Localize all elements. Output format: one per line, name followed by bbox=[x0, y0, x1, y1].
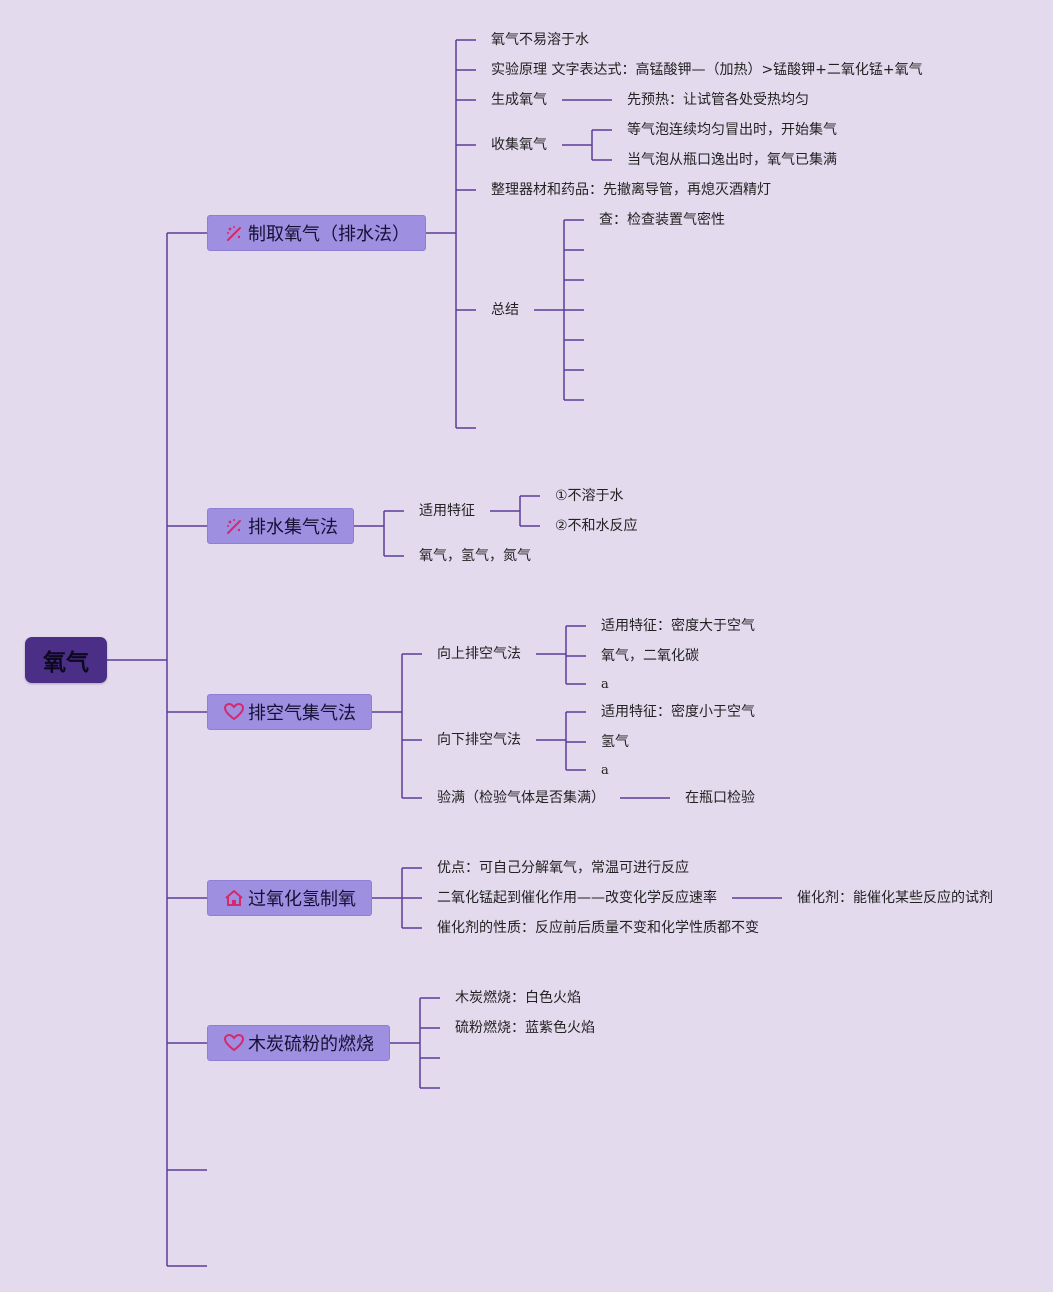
leaf-node[interactable]: 收集氧气 bbox=[491, 137, 547, 153]
branch-node-water-collection[interactable]: 排水集气法 bbox=[207, 508, 354, 544]
magic-wand-icon bbox=[224, 223, 244, 243]
leaf-node[interactable]: 适用特征：密度大于空气 bbox=[601, 618, 755, 634]
leaf-node[interactable]: 总结 bbox=[491, 302, 519, 318]
leaf-node[interactable]: 氢气 bbox=[601, 734, 629, 750]
leaf-node[interactable]: 氧气不易溶于水 bbox=[491, 32, 589, 48]
leaf-node[interactable]: 当气泡从瓶口逸出时，氧气已集满 bbox=[627, 152, 837, 168]
leaf-node[interactable]: 向下排空气法 bbox=[437, 732, 521, 748]
leaf-node[interactable]: 适用特征：密度小于空气 bbox=[601, 704, 755, 720]
leaf-node[interactable]: 优点：可自己分解氧气，常温可进行反应 bbox=[437, 860, 689, 876]
leaf-node[interactable]: 在瓶口检验 bbox=[685, 790, 755, 806]
branch-label: 排空气集气法 bbox=[248, 703, 356, 724]
leaf-node[interactable]: 木炭燃烧：白色火焰 bbox=[455, 990, 581, 1006]
leaf-node[interactable]: 硫粉燃烧：蓝紫色火焰 bbox=[455, 1020, 595, 1036]
leaf-node[interactable]: 等气泡连续均匀冒出时，开始集气 bbox=[627, 122, 837, 138]
branch-label: 过氧化氢制氧 bbox=[248, 889, 356, 910]
leaf-node[interactable]: 二氧化锰起到催化作用——改变化学反应速率 bbox=[437, 890, 717, 906]
branch-node-combustion[interactable]: 木炭硫粉的燃烧 bbox=[207, 1025, 390, 1061]
heart-icon bbox=[224, 1033, 244, 1053]
branch-node-hydrogen-peroxide[interactable]: 过氧化氢制氧 bbox=[207, 880, 372, 916]
branch-label: 排水集气法 bbox=[248, 517, 338, 538]
leaf-node[interactable]: 适用特征 bbox=[419, 503, 475, 519]
leaf-node[interactable]: 查：检查装置气密性 bbox=[599, 212, 725, 228]
leaf-node[interactable]: 先预热：让试管各处受热均匀 bbox=[627, 92, 809, 108]
leaf-node[interactable]: 氧气，二氧化碳 bbox=[601, 648, 699, 664]
home-icon bbox=[224, 888, 244, 908]
leaf-node[interactable]: a bbox=[601, 763, 609, 778]
leaf-node[interactable]: 整理器材和药品：先撤离导管，再熄灭酒精灯 bbox=[491, 182, 771, 198]
branch-label: 木炭硫粉的燃烧 bbox=[248, 1034, 374, 1055]
leaf-node[interactable]: ①不溶于水 bbox=[555, 488, 624, 504]
root-node[interactable]: 氧气 bbox=[25, 637, 107, 683]
leaf-node[interactable]: 催化剂的性质：反应前后质量不变和化学性质都不变 bbox=[437, 920, 759, 936]
root-label: 氧气 bbox=[43, 650, 89, 676]
leaf-node[interactable]: 验满（检验气体是否集满） bbox=[437, 790, 605, 806]
branch-node-make-oxygen[interactable]: 制取氧气（排水法） bbox=[207, 215, 426, 251]
leaf-node[interactable]: 生成氧气 bbox=[491, 92, 547, 108]
leaf-node[interactable]: a bbox=[601, 677, 609, 692]
leaf-node[interactable]: ②不和水反应 bbox=[555, 518, 638, 534]
heart-icon bbox=[224, 702, 244, 722]
leaf-node[interactable]: 向上排空气法 bbox=[437, 646, 521, 662]
branch-label: 制取氧气（排水法） bbox=[248, 224, 410, 245]
leaf-node[interactable]: 氧气，氢气，氮气 bbox=[419, 548, 531, 564]
branch-node-air-collection[interactable]: 排空气集气法 bbox=[207, 694, 372, 730]
magic-wand-icon bbox=[224, 516, 244, 536]
leaf-node[interactable]: 催化剂：能催化某些反应的试剂 bbox=[797, 890, 993, 906]
leaf-node[interactable]: 实验原理 文字表达式：高锰酸钾—（加热）>锰酸钾+二氧化锰+氧气 bbox=[491, 62, 923, 78]
